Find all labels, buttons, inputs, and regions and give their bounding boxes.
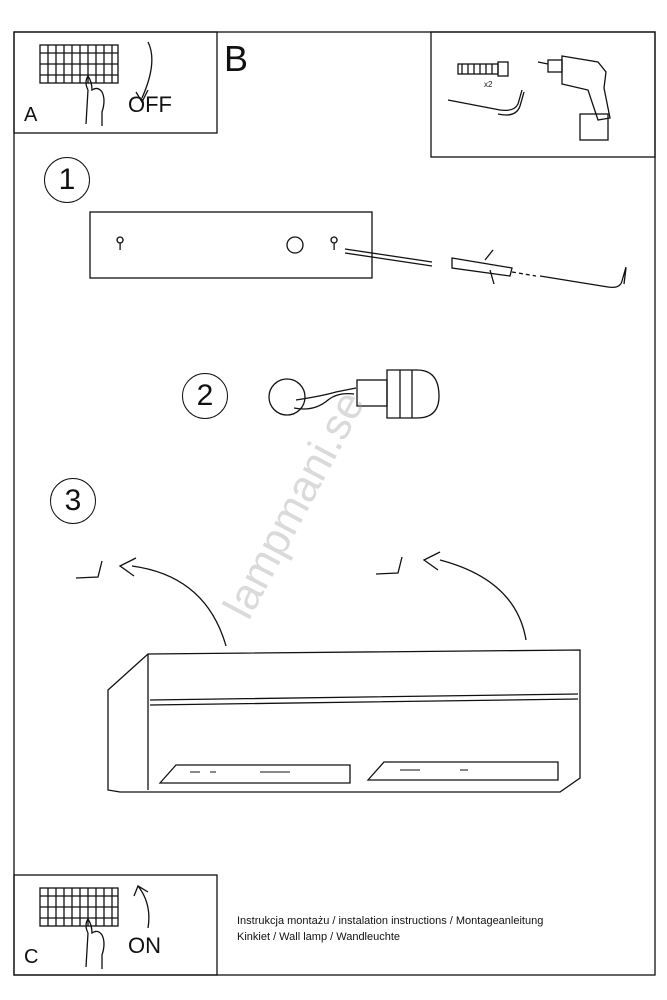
footer-subtitle: Kinkiet / Wall lamp / Wandleuchte — [237, 931, 401, 943]
breaker-on-icon — [39, 885, 150, 969]
on-label: ON — [128, 933, 161, 958]
main-frame — [13, 31, 656, 976]
panel-c-letter: C — [24, 946, 39, 968]
wall-plug-icon — [457, 61, 509, 77]
mounting-bracket — [89, 211, 373, 279]
hook-arrows — [75, 551, 527, 647]
screw-and-plug-assembly — [344, 248, 627, 289]
hook-screw-icon — [447, 89, 525, 116]
panel-a-letter: A — [24, 104, 38, 126]
drill-icon — [537, 55, 611, 141]
footer-title: Instrukcja montażu / instalation instruc… — [237, 915, 544, 927]
quantity-label: x2 — [484, 80, 493, 89]
wiring-socket — [268, 369, 440, 419]
panel-c-box — [13, 874, 218, 976]
panel-a-box — [13, 31, 218, 134]
breaker-off-icon — [39, 41, 153, 126]
wall-lamp-body — [107, 649, 581, 793]
off-label: OFF — [128, 92, 172, 117]
panel-b-letter: B — [224, 38, 249, 79]
step-2-number: 2 — [182, 373, 228, 419]
tools-box — [430, 31, 656, 158]
step-1-number: 1 — [44, 157, 90, 203]
step-3-number: 3 — [50, 478, 96, 524]
